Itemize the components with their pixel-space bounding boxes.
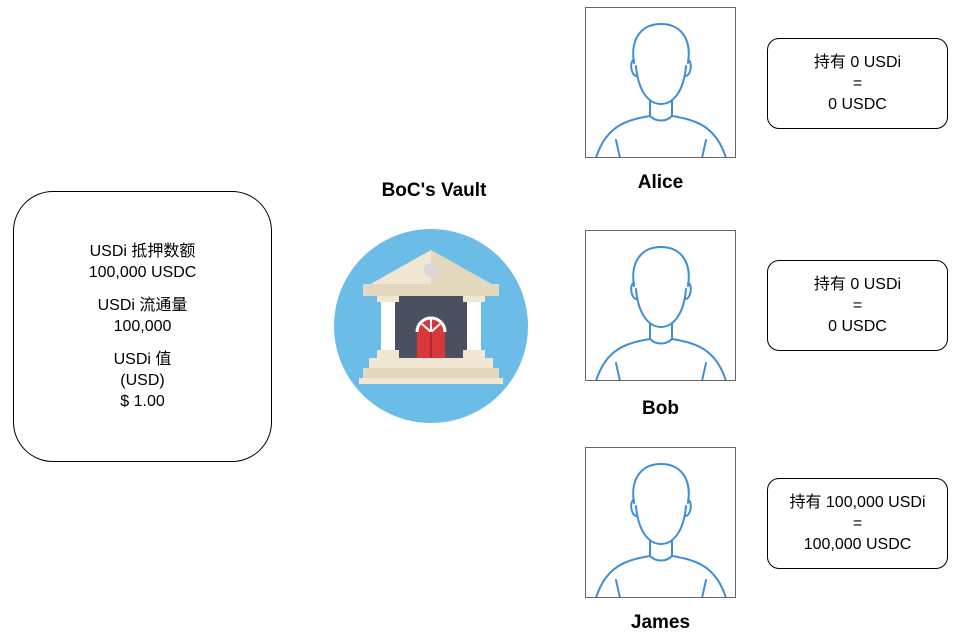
bank-icon: [333, 228, 529, 424]
value-group: USDi 值 (USD) $ 1.00: [114, 349, 172, 412]
circulation-label: USDi 流通量: [97, 297, 188, 314]
collateral-group: USDi 抵押数额 100,000 USDC: [89, 241, 197, 283]
usdi-stats-box: USDi 抵押数额 100,000 USDC USDi 流通量 100,000 …: [13, 191, 272, 462]
person-name-james: James: [630, 612, 691, 633]
equals-sign: =: [852, 297, 863, 314]
person-icon: [595, 23, 727, 157]
value-unit: (USD): [120, 372, 165, 389]
avatar-alice: [585, 7, 736, 158]
balance-box-james: 持有 100,000 USDi = 100,000 USDC: [767, 478, 948, 569]
collateral-label: USDi 抵押数额: [89, 243, 196, 260]
person-icon: [595, 463, 727, 597]
holdings-text: 持有 100,000 USDi: [789, 494, 926, 511]
value-amount: $ 1.00: [120, 393, 165, 410]
usdc-value: 100,000 USDC: [803, 536, 912, 553]
collateral-value: 100,000 USDC: [88, 264, 197, 281]
person-icon: [595, 246, 727, 380]
circulation-group: USDi 流通量 100,000: [98, 295, 188, 337]
usdc-value: 0 USDC: [828, 96, 887, 113]
avatar-bob: [585, 230, 736, 381]
equals-sign: =: [852, 75, 863, 92]
holdings-text: 持有 0 USDi: [813, 54, 902, 71]
holdings-text: 持有 0 USDi: [813, 276, 902, 293]
equals-sign: =: [852, 515, 863, 532]
person-name-alice: Alice: [637, 172, 684, 193]
balance-box-bob: 持有 0 USDi = 0 USDC: [767, 260, 948, 351]
usdc-value: 0 USDC: [828, 318, 887, 335]
circulation-value: 100,000: [113, 318, 172, 335]
balance-box-alice: 持有 0 USDi = 0 USDC: [767, 38, 948, 129]
value-label: USDi 值: [113, 351, 172, 368]
person-name-bob: Bob: [642, 398, 679, 419]
vault-title: BoC's Vault: [381, 180, 487, 201]
avatar-james: [585, 447, 736, 598]
